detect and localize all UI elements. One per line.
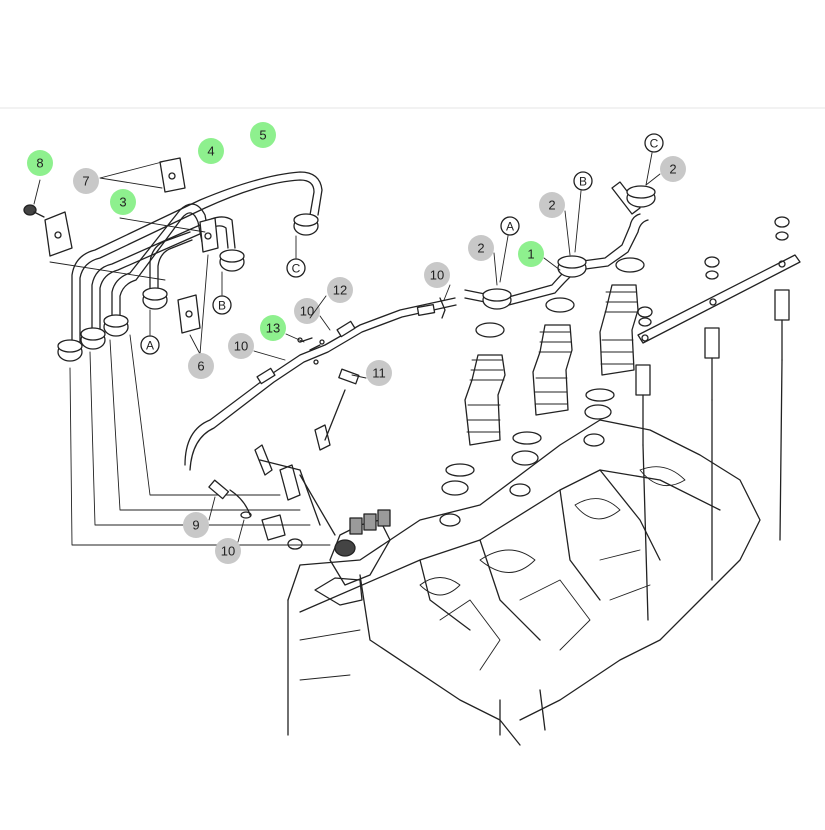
marker-b-left: B xyxy=(218,299,226,313)
injection-pump xyxy=(314,509,391,606)
callout-10-d-label: 10 xyxy=(221,544,235,559)
callout-13[interactable]: 13 xyxy=(260,315,286,341)
callout-5[interactable]: 5 xyxy=(250,122,276,148)
callout-6[interactable]: 6 xyxy=(188,353,214,379)
callout-3-label: 3 xyxy=(119,195,126,210)
marker-c-right: C xyxy=(650,137,659,151)
callout-7-label: 7 xyxy=(82,174,89,189)
callout-11[interactable]: 11 xyxy=(366,360,392,386)
callout-1-label: 1 xyxy=(527,247,534,262)
callout-11-label: 11 xyxy=(372,366,386,381)
callout-4[interactable]: 4 xyxy=(198,138,224,164)
callout-9[interactable]: 9 xyxy=(183,512,209,538)
callout-8[interactable]: 8 xyxy=(27,150,53,176)
callout-leaders xyxy=(208,173,661,543)
fuel-pipes-left xyxy=(57,171,331,546)
callout-10-a-label: 10 xyxy=(234,339,248,354)
callout-10-c-label: 10 xyxy=(430,268,444,283)
callout-2-b-label: 2 xyxy=(548,198,555,213)
callouts: 8 7 3 4 5 6 10 13 xyxy=(27,122,686,564)
callout-3[interactable]: 3 xyxy=(110,189,136,215)
callout-10-d[interactable]: 10 xyxy=(215,538,241,564)
callout-2-a[interactable]: 2 xyxy=(468,235,494,261)
callout-5-label: 5 xyxy=(259,128,266,143)
marker-b-right: B xyxy=(579,175,587,189)
marker-c-left: C xyxy=(292,262,301,276)
callout-10-c[interactable]: 10 xyxy=(424,262,450,288)
callout-2-c[interactable]: 2 xyxy=(660,156,686,182)
callout-9-label: 9 xyxy=(192,518,199,533)
glow-plugs xyxy=(635,216,801,621)
engine-block xyxy=(287,419,761,746)
connection-markers-right: A B C xyxy=(499,133,664,283)
pipe-clamps xyxy=(23,157,219,355)
callout-2-c-label: 2 xyxy=(669,162,676,177)
callout-7[interactable]: 7 xyxy=(73,168,99,194)
callout-1[interactable]: 1 xyxy=(518,241,544,267)
connection-markers-left: A B C xyxy=(140,235,306,355)
callout-10-b-label: 10 xyxy=(300,304,314,319)
marker-a-left: A xyxy=(146,339,154,353)
injector-pipes-right xyxy=(464,181,649,307)
callout-6-label: 6 xyxy=(197,359,204,374)
callout-10-b[interactable]: 10 xyxy=(294,298,320,324)
callout-2-b[interactable]: 2 xyxy=(539,192,565,218)
callout-12[interactable]: 12 xyxy=(327,277,353,303)
callout-4-label: 4 xyxy=(207,144,214,159)
marker-a-right: A xyxy=(506,220,514,234)
callout-10-a[interactable]: 10 xyxy=(228,333,254,359)
leak-off-line xyxy=(184,297,457,550)
callout-8-label: 8 xyxy=(36,156,43,171)
callout-13-label: 13 xyxy=(266,321,280,336)
callout-12-label: 12 xyxy=(333,283,347,298)
injectors xyxy=(439,185,656,527)
callout-2-a-label: 2 xyxy=(477,241,484,256)
